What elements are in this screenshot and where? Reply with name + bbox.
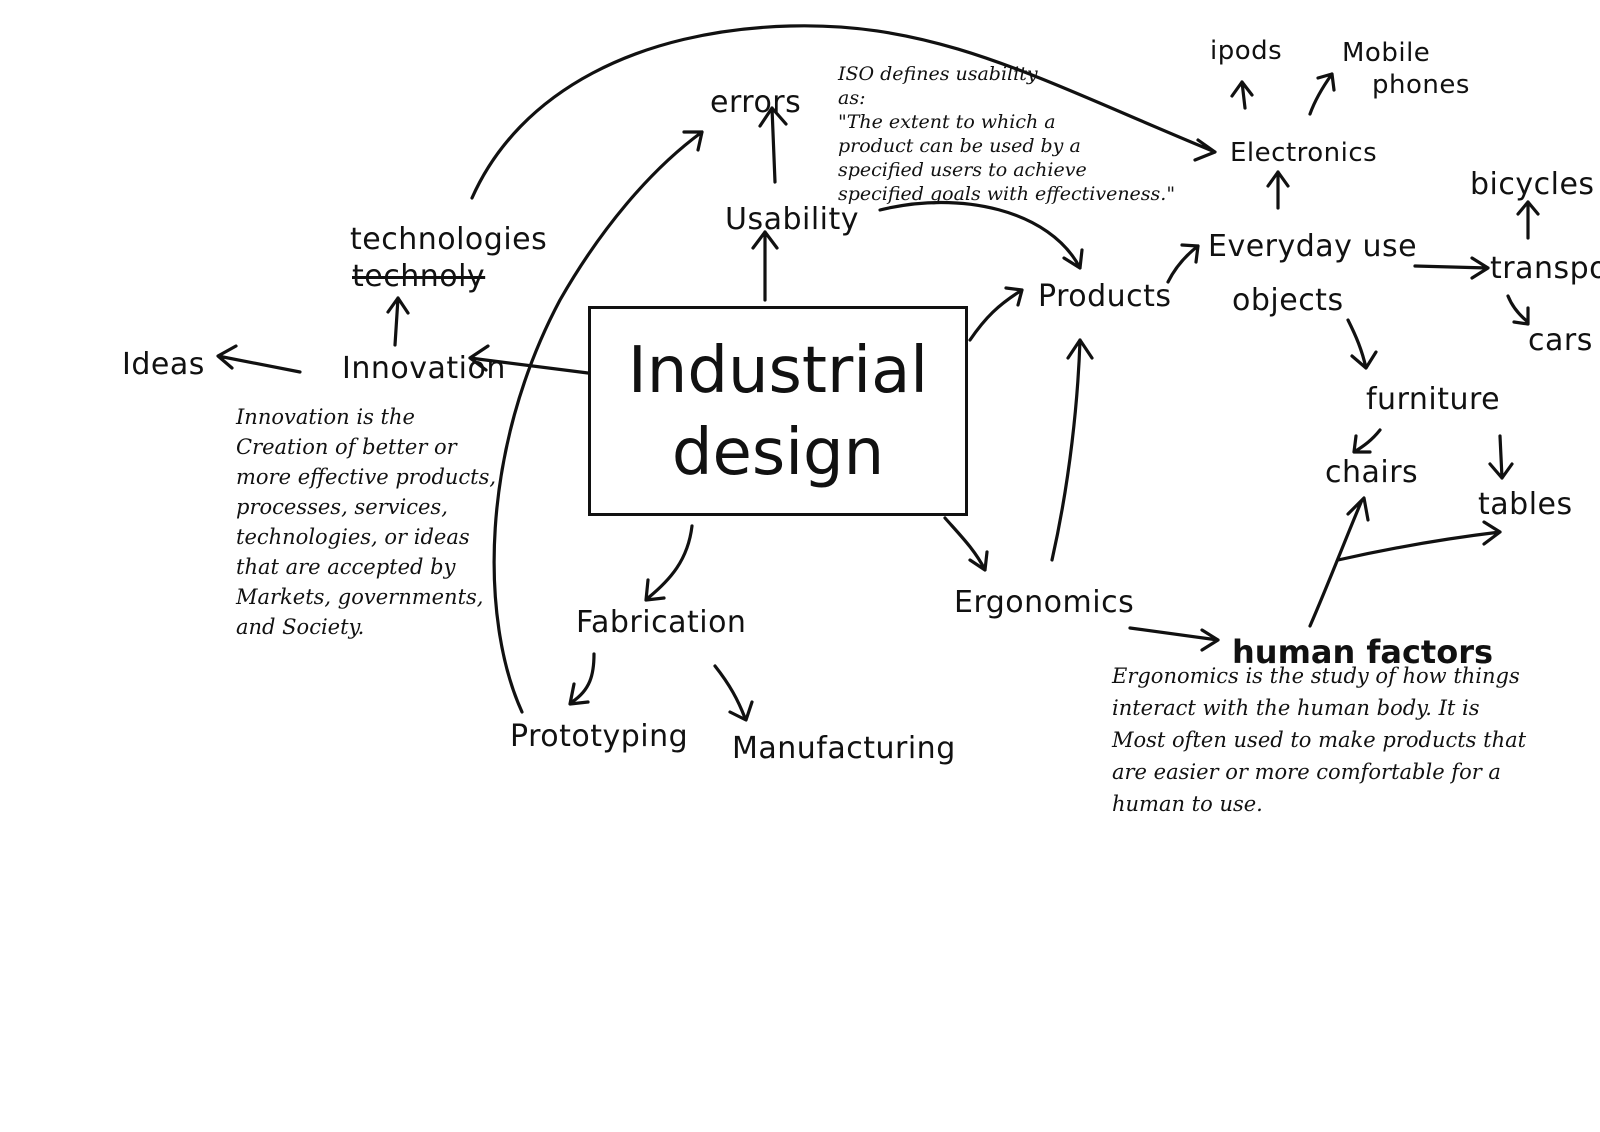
node-furniture: furniture [1366, 382, 1501, 417]
edge-everyday-furniture [1346, 318, 1378, 370]
note-innovation-line: and Society. [236, 615, 365, 639]
edge-furniture-tables [1488, 434, 1514, 480]
note-iso-line: "The extent to which a [838, 111, 1056, 133]
note-ergonomics-line: human to use. [1112, 792, 1263, 816]
edge-design-ergonomics [943, 516, 989, 572]
node-usability: Usability [725, 202, 860, 237]
node-errors: errors [710, 85, 802, 120]
edge-design-usability [751, 230, 779, 302]
note-innovation-line: Innovation is the [236, 405, 415, 429]
note-ergonomics-line: Ergonomics is the study of how things [1112, 664, 1520, 688]
node-bicycles: bicycles [1470, 167, 1595, 202]
central-topic-line2: design [671, 416, 885, 490]
note-iso-line: product can be used by a [838, 135, 1081, 157]
note-iso-line: specified goals with effectiveness." [838, 183, 1176, 205]
node-fabrication: Fabrication [576, 605, 747, 640]
edge-transport-cars [1506, 294, 1530, 326]
note-innovation-line: more effective products, [236, 465, 497, 489]
edge-usability-products [878, 200, 1084, 270]
node-technologies: technologies [350, 222, 548, 257]
edge-everyday-electronics [1266, 170, 1290, 210]
node-cars: cars [1528, 323, 1593, 358]
node-everyday-line1: Everyday use [1208, 229, 1418, 264]
edge-prototyping-errors [492, 130, 704, 714]
edge-innovation-technologies [386, 296, 410, 347]
edge-ergonomics-humanfactors [1128, 626, 1220, 652]
node-chairs: chairs [1325, 455, 1419, 490]
node-ipods: ipods [1210, 36, 1283, 66]
note-iso-line: as: [838, 87, 866, 109]
edge-design-fabrication [644, 524, 694, 602]
node-ergonomics: Ergonomics [954, 585, 1135, 620]
central-topic-box: Industrial design [588, 306, 968, 516]
note-ergonomics-line: interact with the human body. It is [1112, 696, 1480, 720]
node-electronics: Electronics [1230, 138, 1378, 168]
edge-fabrication-manufacturing [713, 664, 754, 722]
edge-ergonomics-products [1050, 338, 1094, 562]
node-human-factors: human factors [1232, 633, 1494, 671]
edge-furniture-chairs [1352, 428, 1382, 454]
edge-design-products [968, 286, 1024, 342]
edge-usability-errors [758, 106, 788, 184]
edge-electronics-mobile [1308, 72, 1336, 116]
note-innovation: Innovation is the Creation of better or … [236, 402, 496, 642]
node-manufacturing: Manufacturing [732, 731, 956, 766]
node-products: Products [1038, 279, 1172, 314]
node-everyday-line2: objects [1232, 283, 1344, 318]
note-ergonomics-line: Most often used to make products that [1112, 728, 1527, 752]
edge-innovation-ideas [216, 344, 302, 374]
note-innovation-line: that are accepted by [236, 555, 456, 579]
node-prototyping: Prototyping [510, 719, 689, 754]
edge-transport-bicycles [1516, 200, 1540, 240]
note-ergonomics-line: are easier or more comfortable for a [1112, 760, 1501, 784]
note-iso-line: ISO defines usability [838, 63, 1038, 85]
note-iso-line: specified users to achieve [838, 159, 1087, 181]
note-innovation-line: technologies, or ideas [236, 525, 470, 549]
node-mobile-line1: Mobile [1342, 38, 1431, 68]
edge-products-everyday [1166, 243, 1200, 284]
note-innovation-line: Markets, governments, [236, 585, 484, 609]
note-innovation-line: processes, services, [236, 495, 448, 519]
note-ergonomics: Ergonomics is the study of how things in… [1112, 660, 1526, 820]
edge-humanfactors-chairs [1308, 496, 1370, 628]
edge-humanfactors-tables [1336, 520, 1502, 562]
node-transport: transport [1490, 251, 1600, 286]
edge-electronics-ipods [1230, 80, 1254, 110]
node-tables: tables [1478, 487, 1573, 522]
note-iso-usability: ISO defines usability as: "The extent to… [838, 62, 1175, 206]
node-mobile-line2: phones [1372, 70, 1470, 100]
edge-fabrication-prototyping [568, 652, 596, 706]
node-technology-crossed: technoly [352, 259, 486, 294]
node-innovation: Innovation [342, 351, 506, 386]
edge-technologies-electronics [470, 24, 1217, 200]
note-innovation-line: Creation of better or [236, 435, 457, 459]
node-ideas: Ideas [122, 347, 205, 382]
central-topic-line1: Industrial [627, 334, 929, 408]
edge-everyday-transport [1413, 256, 1490, 280]
